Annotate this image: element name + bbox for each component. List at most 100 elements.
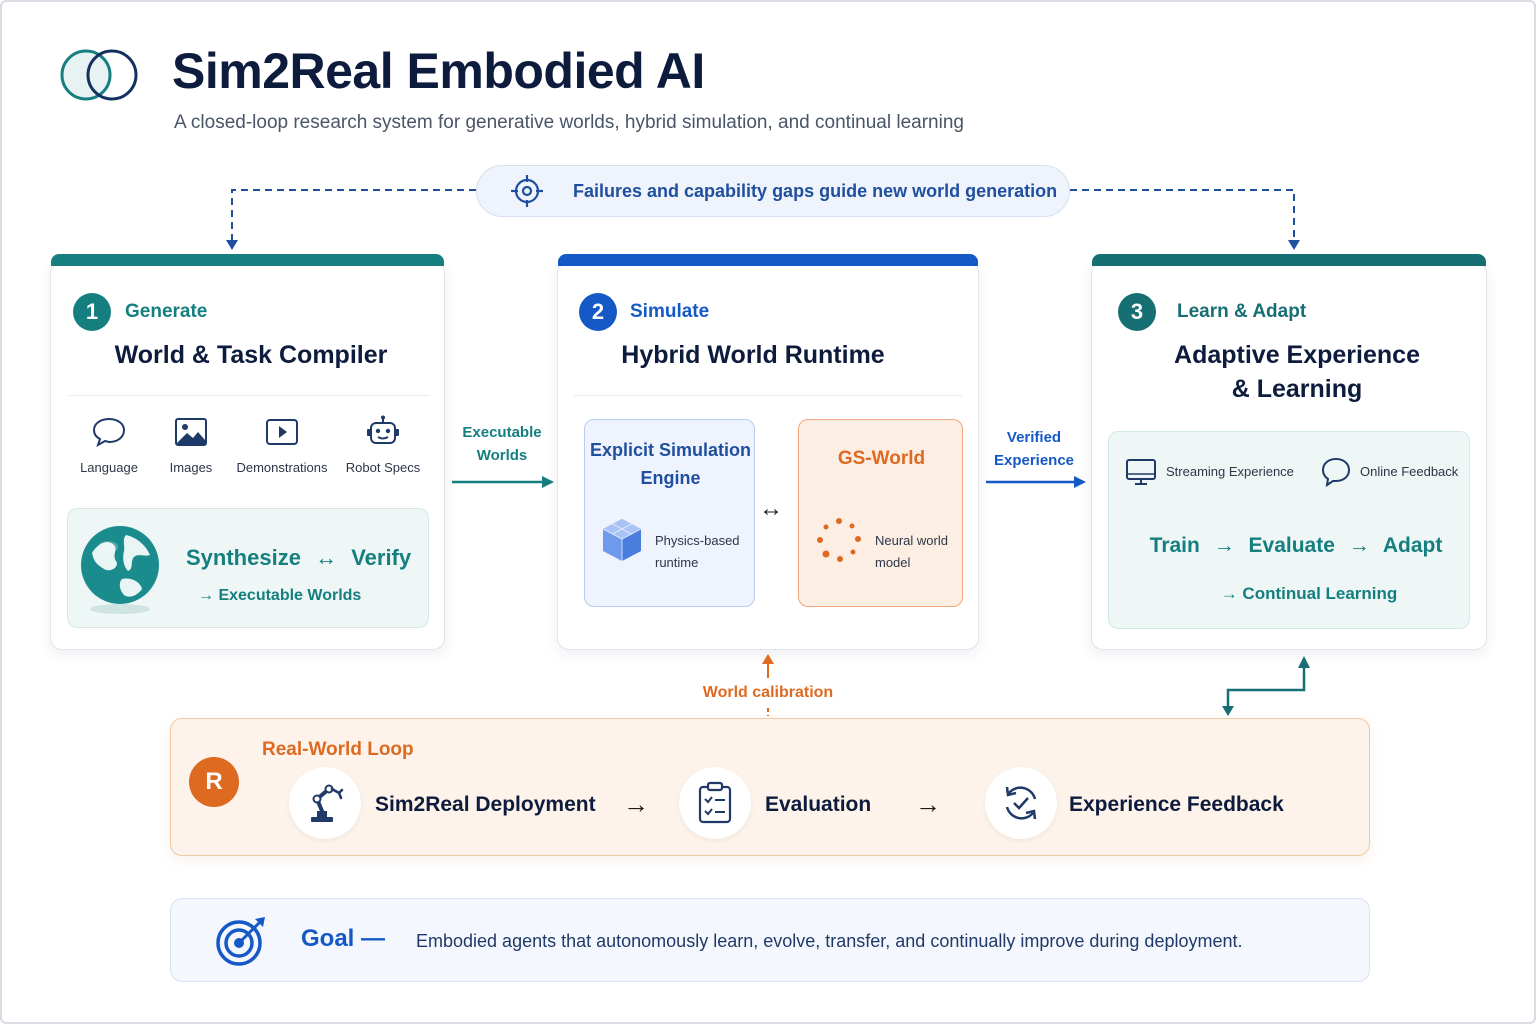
logo-rings-icon <box>60 49 138 101</box>
connector-arrow-2-to-3 <box>986 476 1086 488</box>
experience-feedback-label: Experience Feedback <box>1069 793 1284 816</box>
calibration-connector <box>762 654 774 716</box>
feedback-loop-lines <box>226 189 1300 250</box>
gs-world-desc-2: model <box>875 555 911 570</box>
learn-adapt-title-1: Adaptive Experience <box>1174 341 1420 369</box>
chat-bubble-icon <box>1321 457 1351 488</box>
step-badge-2: 2 <box>579 293 617 331</box>
page-title: Sim2Real Embodied AI <box>172 43 705 99</box>
continual-learning-output: → Continual Learning <box>1220 584 1398 603</box>
connector-verified-line2: Experience <box>993 452 1075 469</box>
synthesize-label: Synthesize <box>186 545 301 570</box>
evaluation-label: Evaluation <box>765 793 872 816</box>
evaluate-adapt-arrow: → <box>1348 534 1370 557</box>
adapt-label: Adapt <box>1382 534 1443 557</box>
explicit-engine-desc-1: Physics-based <box>655 533 740 548</box>
gs-world-desc-1: Neural world <box>875 533 948 548</box>
feedback-loop-text: Failures and capability gaps guide new w… <box>573 180 1058 201</box>
train-label: Train <box>1149 534 1200 557</box>
globe-icon <box>81 526 159 614</box>
simulate-card-title: Hybrid World Runtime <box>621 341 885 369</box>
step-label-generate: Generate <box>125 301 208 322</box>
engine-link-arrow: ↔ <box>759 495 783 522</box>
synthesize-verify-arrow: ↔ <box>315 545 338 570</box>
deployment-icon-circle <box>289 767 361 839</box>
world-calibration-label: World calibration <box>702 684 834 701</box>
learn-adapt-card: 3 Learn & Adapt Adaptive Experience & Le… <box>1091 254 1487 650</box>
cycle-check-icon <box>1005 786 1037 820</box>
learn-adapt-card-accent <box>1092 254 1486 266</box>
evaluate-label: Evaluate <box>1248 534 1335 557</box>
generate-divider <box>69 395 429 396</box>
gs-world-title: GS-World <box>837 448 926 469</box>
connector-executable-line2: Worlds <box>476 447 528 464</box>
input-language-label: Language <box>80 460 138 475</box>
speech-bubble-icon <box>92 417 126 448</box>
step-label-learn-adapt: Learn & Adapt <box>1177 301 1307 322</box>
simulate-card-accent <box>558 254 978 266</box>
explicit-engine-desc-2: runtime <box>655 555 699 570</box>
simulate-divider <box>574 395 962 396</box>
feedback-loop-banner: Failures and capability gaps guide new w… <box>476 165 1070 217</box>
verify-label: Verify <box>351 545 412 570</box>
train-evaluate-arrow: → <box>1213 534 1235 557</box>
page-subtitle: A closed-loop research system for genera… <box>174 112 964 133</box>
explicit-engine-desc: Physics-based runtime <box>655 530 740 574</box>
explicit-engine-box: Explicit Simulation Engine Physics-based… <box>584 419 755 607</box>
train-evaluate-adapt-line: Train → Evaluate → Adapt <box>1109 534 1483 558</box>
step-badge-1: 1 <box>73 293 111 331</box>
generate-card-title: World & Task Compiler <box>114 341 388 369</box>
goal-panel: Goal — Embodied agents that autonomously… <box>170 898 1370 982</box>
gs-world-desc: Neural world model <box>875 530 948 574</box>
input-images: Images <box>141 415 241 477</box>
connector-executable-line1: Executable <box>462 424 542 441</box>
evaluation-icon-circle <box>679 767 751 839</box>
learning-box: Streaming Experience Online Feedback Tra… <box>1108 431 1470 629</box>
step-label-simulate: Simulate <box>630 301 710 322</box>
explicit-engine-title-1: Explicit Simulation <box>589 440 752 460</box>
neural-dots-icon <box>817 518 861 562</box>
simulate-card: 2 Simulate Hybrid World Runtime Explicit… <box>557 254 979 650</box>
generate-card: 1 Generate World & Task Compiler Languag… <box>50 254 445 650</box>
cube-icon <box>602 519 642 561</box>
image-icon <box>175 418 207 446</box>
robot-arm-icon <box>311 784 344 822</box>
synthesize-box: Synthesize ↔ Verify → Executable Worlds <box>67 508 429 628</box>
gs-world-box: GS-World Neural world model <box>798 419 963 607</box>
learn-adapt-title-2: & Learning <box>1231 375 1363 403</box>
streaming-experience-label: Streaming Experience <box>1166 464 1294 479</box>
input-demonstrations-label: Demonstrations <box>236 460 328 475</box>
step-badge-3: 3 <box>1118 293 1156 331</box>
connector-executable-worlds-label: Executable Worlds <box>452 421 552 467</box>
real-world-loop-label: Real-World Loop <box>262 739 414 760</box>
real-world-loop-panel: R Real-World Loop Sim2Real Deployment → … <box>170 718 1370 856</box>
experience-return-connector <box>1222 656 1310 716</box>
real-world-badge: R <box>189 757 239 807</box>
connector-verified-line1: Verified <box>1006 429 1062 446</box>
goal-label: Goal — <box>301 925 386 952</box>
input-language: Language <box>59 415 159 477</box>
monitor-icon <box>1126 459 1156 485</box>
feedback-icon-circle <box>985 767 1057 839</box>
connector-arrow-1-to-2 <box>452 476 554 488</box>
explicit-engine-title-2: Engine <box>640 468 701 488</box>
connector-verified-experience-label: Verified Experience <box>984 426 1084 472</box>
input-demonstrations: Demonstrations <box>232 415 332 477</box>
input-robot-specs: Robot Specs <box>333 415 433 477</box>
target-arrow-icon <box>216 917 265 966</box>
deployment-label: Sim2Real Deployment <box>375 793 596 816</box>
generate-card-accent <box>51 254 444 266</box>
deployment-to-evaluation-arrow: → <box>623 789 649 819</box>
clipboard-check-icon <box>698 781 732 824</box>
target-crosshair-icon <box>511 175 543 207</box>
video-play-icon <box>266 419 298 445</box>
robot-icon <box>367 415 399 444</box>
synthesize-verify-line: Synthesize ↔ Verify <box>186 545 411 571</box>
explicit-engine-title: Explicit Simulation Engine <box>585 436 756 492</box>
learn-adapt-card-title: Adaptive Experience & Learning <box>1092 338 1502 406</box>
input-robot-specs-label: Robot Specs <box>345 460 421 475</box>
goal-text: Embodied agents that autonomously learn,… <box>416 931 1243 951</box>
online-feedback-label: Online Feedback <box>1360 464 1459 479</box>
executable-worlds-output: → Executable Worlds <box>198 587 362 604</box>
input-images-label: Images <box>169 460 213 475</box>
